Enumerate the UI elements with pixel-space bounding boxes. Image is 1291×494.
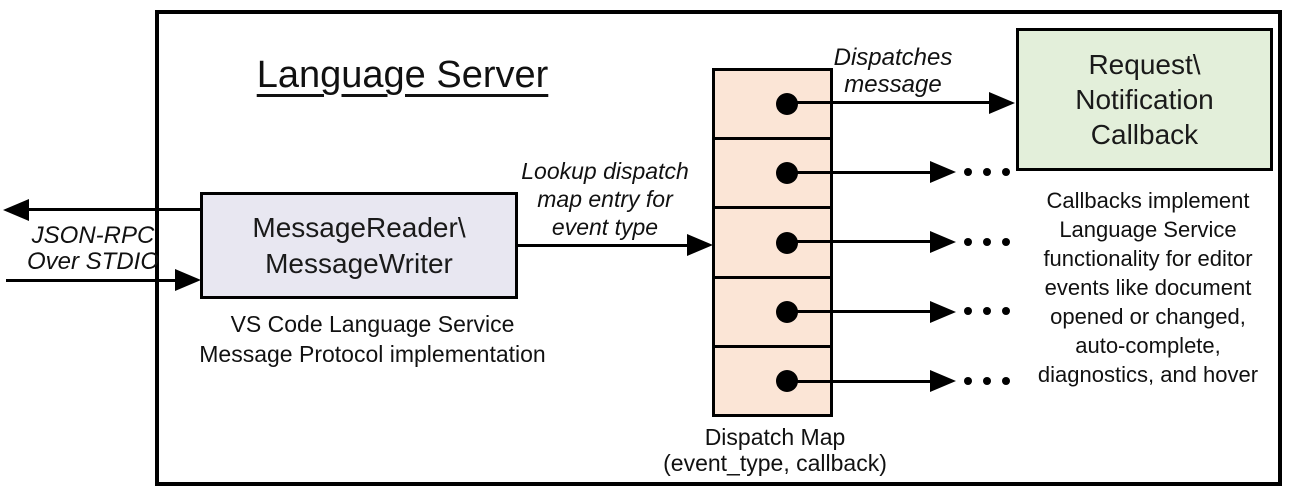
callback-caption: Callbacks implement Language Service fun… [1003,186,1291,389]
dispatches-edge-label: Dispatches message [823,44,963,98]
callback-caption-line: diagnostics, and hover [1037,362,1259,387]
ellipsis-icon [964,377,1010,385]
ellipsis-icon [964,307,1010,315]
dispatch-arrowhead-icon-3 [930,231,956,253]
lookup-label-line3: event type [551,214,659,240]
map-caption-line1: Dispatch Map [704,424,846,450]
callback-box-line2: Notification [1075,84,1214,115]
dispatch-arrow-line-5 [786,380,932,383]
dispatch-map-row [715,278,830,348]
lookup-arrowhead-icon [687,234,713,256]
lookup-arrow-line [517,244,689,247]
reader-caption: VS Code Language Service Message Protoco… [165,309,580,369]
dispatch-map-row [715,140,830,210]
request-notification-callback-box: Request\ Notification Callback [1016,28,1273,171]
callback-caption-line: Callbacks implement [1046,188,1250,213]
ellipsis-icon [964,168,1010,176]
callback-caption-line: Language Service [1059,217,1237,242]
reader-caption-line1: VS Code Language Service [230,311,515,337]
stdio-out-arrow-line [20,208,202,211]
dispatch-map-caption: Dispatch Map (event_type, callback) [645,424,905,476]
reader-box-line1: MessageReader\ [252,211,466,243]
dispatches-label-line2: message [844,71,942,98]
dispatch-arrowhead-icon-5 [930,370,956,392]
callback-box-line1: Request\ [1088,49,1201,80]
reader-caption-line2: Message Protocol implementation [199,341,546,367]
dispatch-arrow-line-4 [786,310,932,313]
stdio-edge-label: JSON-RPC Over STDIO [23,223,163,275]
lookup-edge-label: Lookup dispatch map entry for event type [515,157,695,241]
map-caption-line2: (event_type, callback) [663,450,887,476]
callback-caption-line: events like document [1044,275,1252,300]
stdio-label-line1: JSON-RPC [31,222,155,249]
stdio-in-arrow-line [6,279,178,282]
dispatch-arrow-line-3 [786,240,932,243]
callback-box-line3: Callback [1090,119,1199,150]
dispatch-arrow-line-2 [786,171,932,174]
message-reader-writer-box: MessageReader\ MessageWriter [200,192,518,299]
dispatch-arrowhead-icon-1 [989,92,1015,114]
dispatch-map-row [715,209,830,279]
callback-caption-line: functionality for editor [1043,246,1253,271]
stdio-out-arrowhead-icon [3,199,29,221]
ellipsis-icon [964,238,1010,246]
dispatch-map [712,68,833,417]
reader-box-line2: MessageWriter [265,247,453,279]
dispatch-arrow-line-1 [786,101,991,104]
connector-dot-icon [776,93,798,116]
lookup-label-line1: Lookup dispatch [521,158,689,184]
dispatch-arrowhead-icon-2 [930,161,956,183]
stdio-in-arrowhead-icon [175,269,201,291]
dispatches-label-line1: Dispatches [833,44,953,71]
lookup-label-line2: map entry for [537,186,673,212]
dispatch-arrowhead-icon-4 [930,301,956,323]
diagram-title: Language Server [256,54,549,96]
callback-caption-line: opened or changed, [1050,304,1246,329]
callback-caption-line: auto-complete, [1075,333,1221,358]
stdio-label-line2: Over STDIO [26,248,159,275]
dispatch-map-row [715,71,830,141]
